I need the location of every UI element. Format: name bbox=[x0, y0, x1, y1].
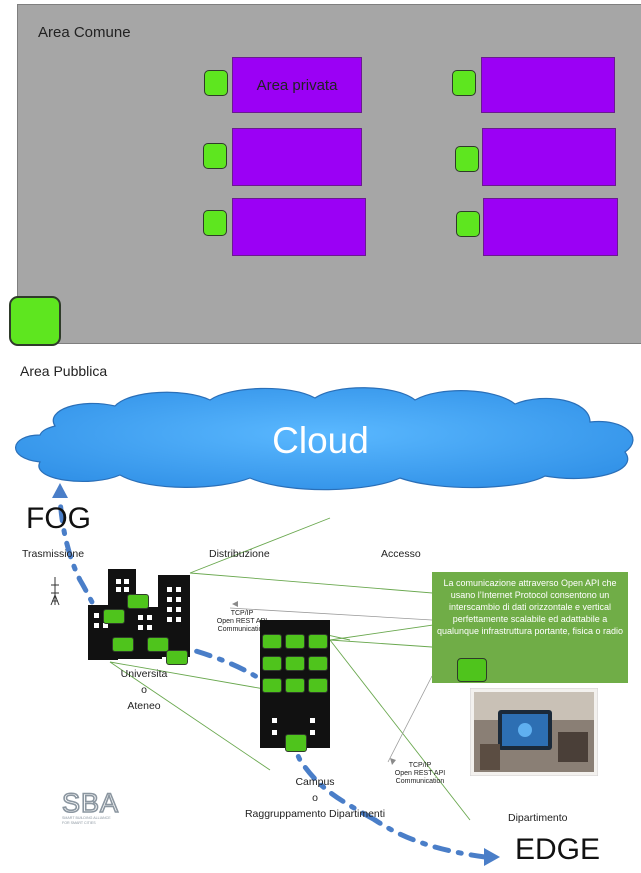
private-area-5 bbox=[232, 198, 366, 256]
campus-label: Campus o Raggruppamento Dipartimenti bbox=[244, 776, 386, 820]
gateway-device bbox=[166, 650, 188, 665]
private-area-label: Area privata bbox=[256, 76, 338, 94]
gateway-device bbox=[285, 656, 305, 671]
gateway-device bbox=[147, 637, 169, 652]
logo-text: SBA bbox=[62, 788, 119, 818]
gateway-device bbox=[112, 637, 134, 652]
column-distribution: Distribuzione bbox=[209, 548, 270, 560]
sensor-node bbox=[455, 146, 479, 172]
gateway-device bbox=[285, 678, 305, 693]
logo-tagline-2: FOR SMART CITIES bbox=[62, 821, 96, 825]
logo-tagline-1: SMART BUILDING ALLIANCE bbox=[62, 816, 111, 820]
sensor-node bbox=[452, 70, 476, 96]
link-label-university-campus: TCP/IP Open REST API Communication bbox=[216, 610, 268, 633]
private-area-2 bbox=[481, 57, 615, 113]
public-sensor bbox=[9, 296, 61, 346]
gateway-device bbox=[308, 656, 328, 671]
cloud-label: Cloud bbox=[272, 420, 369, 461]
gateway-device bbox=[308, 634, 328, 649]
gateway-device bbox=[457, 658, 487, 682]
sensor-node bbox=[203, 210, 227, 236]
gateway-device bbox=[262, 678, 282, 693]
sba-logo: SBA SMART BUILDING ALLIANCE FOR SMART CI… bbox=[61, 787, 119, 825]
fog-tier-label: FOG bbox=[26, 502, 91, 535]
private-area-4 bbox=[482, 128, 616, 186]
sensor-node bbox=[204, 70, 228, 96]
private-area-1: Area privata bbox=[232, 57, 362, 113]
gateway-device bbox=[285, 734, 307, 752]
sensor-node bbox=[203, 143, 227, 169]
edge-tier-label: EDGE bbox=[515, 833, 601, 866]
cloud-shape bbox=[15, 387, 634, 491]
gateway-device bbox=[103, 609, 125, 624]
link-label-campus-department: TCP/IP Open REST API Communication bbox=[394, 762, 446, 785]
gateway-device bbox=[127, 594, 149, 609]
common-area-label: Area Comune bbox=[38, 24, 131, 41]
department-photo bbox=[470, 688, 598, 776]
column-transmission: Trasmissione bbox=[22, 548, 85, 560]
department-label: Dipartimento bbox=[508, 812, 568, 824]
sensor-node bbox=[456, 211, 480, 237]
gateway-device bbox=[262, 634, 282, 649]
public-area-label: Area Pubblica bbox=[20, 363, 108, 379]
gateway-device bbox=[285, 634, 305, 649]
private-area-3 bbox=[232, 128, 362, 186]
gateway-device bbox=[308, 678, 328, 693]
antenna-icon bbox=[50, 577, 60, 606]
university-label: Universita o Ateneo bbox=[120, 668, 168, 712]
column-access: Accesso bbox=[381, 548, 421, 560]
gateway-device bbox=[262, 656, 282, 671]
private-area-6 bbox=[483, 198, 618, 256]
